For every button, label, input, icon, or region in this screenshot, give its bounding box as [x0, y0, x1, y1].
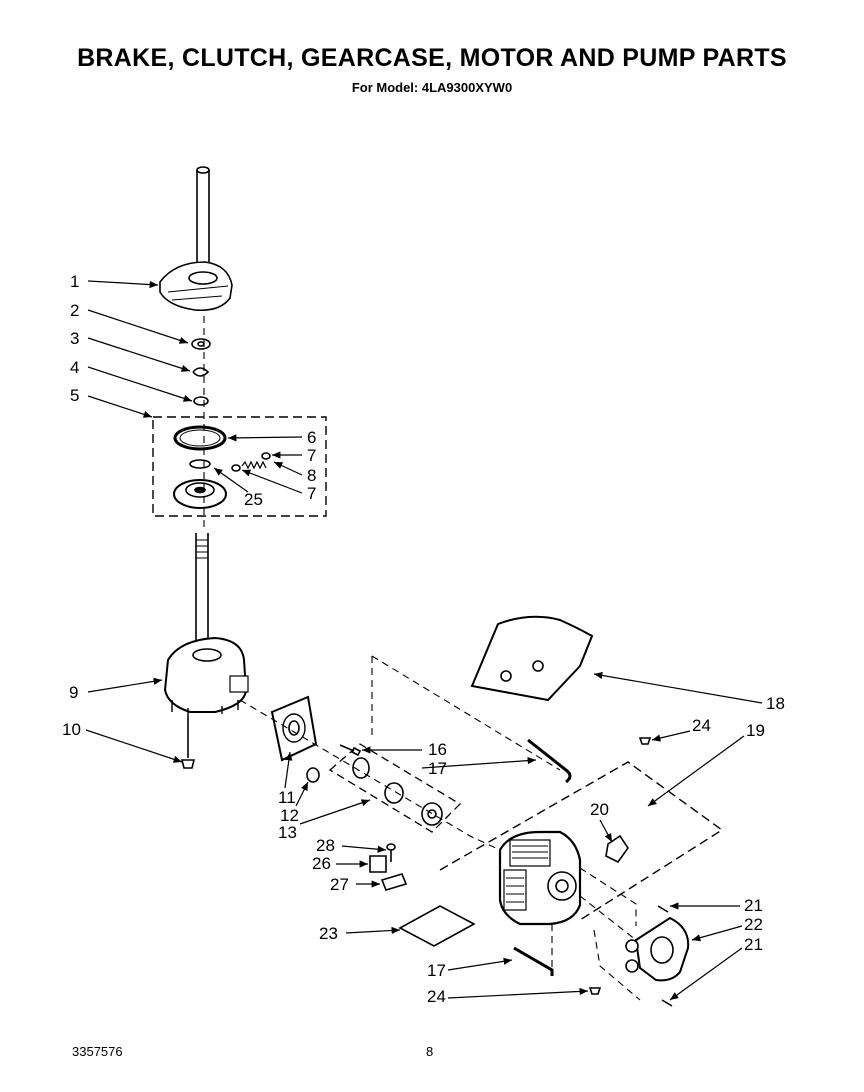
- part-25-brake-drum: [173, 459, 227, 509]
- callout-8: 8: [307, 466, 316, 485]
- part-18-shield: [470, 615, 594, 702]
- callout-12: 12: [280, 806, 299, 825]
- part-17-clip-bottom: [513, 946, 554, 976]
- callout-1: 1: [70, 272, 79, 291]
- leader-lines: [85, 280, 763, 1001]
- callout-6: 6: [307, 428, 316, 447]
- callout-20: 20: [590, 800, 609, 819]
- callout-10: 10: [62, 720, 81, 739]
- callout-7-upper: 7: [307, 446, 316, 465]
- part-27-clamp: [380, 873, 408, 891]
- part-2-washer: [191, 338, 211, 350]
- callout-7-lower: 7: [307, 484, 316, 503]
- callout-26: 26: [312, 854, 331, 873]
- callout-24-bottom: 24: [427, 987, 446, 1006]
- callout-27: 27: [330, 875, 349, 894]
- part-20-switch: [605, 834, 629, 864]
- callout-18: 18: [766, 694, 785, 713]
- part-11-mount-plate: [270, 695, 318, 762]
- part-4-ring: [193, 396, 209, 406]
- callout-28: 28: [316, 836, 335, 855]
- part-21-pin-top: [657, 905, 669, 913]
- part-21-pin-bottom: [661, 999, 673, 1007]
- part-13-coupling-box: [328, 743, 462, 833]
- callout-25: 25: [244, 490, 263, 509]
- part-17-clip-top: [527, 738, 572, 784]
- agitator-shaft: [196, 166, 210, 278]
- callout-17-top: 17: [428, 759, 447, 778]
- callout-21-upper: 21: [744, 896, 763, 915]
- part-13-coupling-a: [352, 757, 370, 779]
- assembly-guide-lines: [203, 316, 641, 1001]
- part-24-screw-top: [638, 737, 652, 745]
- callout-21-lower: 21: [744, 935, 763, 954]
- part-24-screw-bottom: [588, 987, 602, 995]
- document-number: 3357576: [72, 1044, 123, 1059]
- part-28-screw: [386, 843, 396, 851]
- part-5-brake-assembly-box: [152, 416, 327, 517]
- callout-24-top: 24: [692, 716, 711, 735]
- model-subtitle: For Model: 4LA9300XYW0: [351, 80, 513, 95]
- page-title: BRAKE, CLUTCH, GEARCASE, MOTOR AND PUMP …: [77, 44, 787, 72]
- part-8-spring: [231, 452, 271, 472]
- part-9-gearcase: [163, 636, 249, 716]
- part-19-motor-box: [439, 761, 724, 921]
- page-number: 8: [426, 1044, 434, 1059]
- callout-2: 2: [70, 301, 79, 320]
- callout-5: 5: [70, 386, 79, 405]
- part-16-screw: [339, 744, 362, 757]
- callout-19: 19: [746, 721, 765, 740]
- part-1-cam: [159, 261, 233, 312]
- part-13-coupling-c: [421, 802, 443, 826]
- part-13-coupling-b: [384, 782, 404, 804]
- callout-17-bottom: 17: [427, 961, 446, 980]
- part-23-pad: [398, 905, 476, 947]
- part-26-bushing: [369, 855, 387, 873]
- callout-4: 4: [70, 358, 79, 377]
- transmission-shaft: [195, 533, 209, 650]
- callout-13: 13: [278, 823, 297, 842]
- part-22-pump: [625, 916, 690, 982]
- callout-9: 9: [69, 683, 78, 702]
- callout-22: 22: [744, 915, 763, 934]
- part-3-clip: [192, 367, 210, 377]
- callout-labels: 1 2 3 4 5 6 7 8 7 25 9 10 11 12 13 16 17…: [62, 272, 785, 1006]
- callout-11: 11: [278, 788, 296, 807]
- callout-16: 16: [428, 740, 447, 759]
- motor: [498, 830, 582, 926]
- callout-23: 23: [319, 924, 338, 943]
- callout-3: 3: [70, 329, 79, 348]
- part-10-bolt: [180, 716, 196, 769]
- part-6-brake-band: [173, 425, 227, 451]
- part-12-seal: [306, 767, 320, 783]
